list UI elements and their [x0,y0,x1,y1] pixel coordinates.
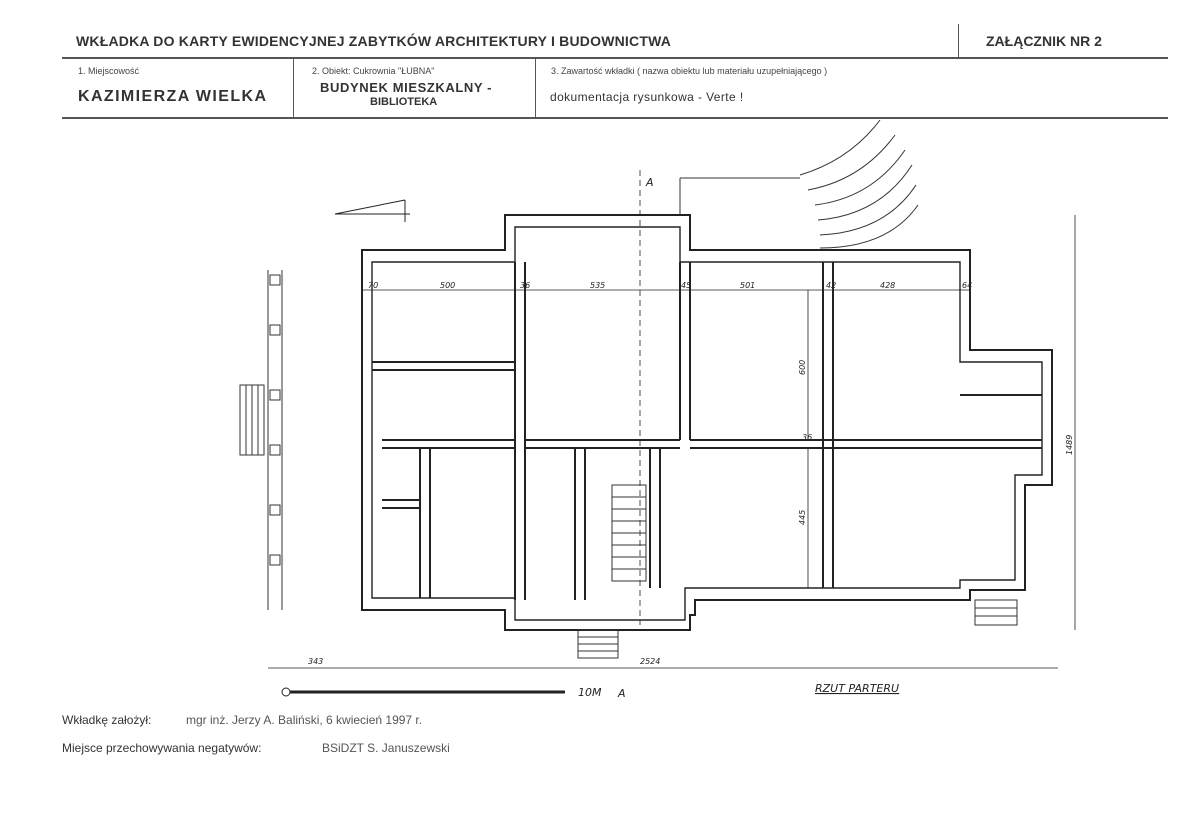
dim-top-3: 36 [520,281,530,290]
locality-value: KAZIMIERZA WIELKA [78,88,268,105]
scale-bar [281,687,565,697]
plan-columns [267,270,283,610]
object-label: 2. Obiekt: Cukrownia "ŁUBNA" [312,66,435,76]
dim-top-2: 500 [440,281,455,290]
drawing-caption: RZUT PARTERU [815,682,899,695]
plan-walls [361,214,1053,631]
dim-top-5: 45 [681,281,691,290]
dim-room-depth-lower: 445 [798,510,807,525]
created-by-value: mgr inż. Jerzy A. Baliński, 6 kwiecień 1… [186,713,423,727]
north-arrow [334,199,410,222]
dim-top-4: 535 [590,281,605,290]
header-divider-annex [958,24,959,58]
document-title: WKŁADKA DO KARTY EWIDENCYJNEJ ZABYTKÓW A… [76,33,672,49]
plan-dimension-lines [268,170,1076,669]
header-top-rule [62,57,1168,59]
scale-label: 10M [578,686,602,699]
floor-plan-drawing: 70 500 36 535 45 501 42 428 64 2524 343 … [239,119,1076,700]
storage-label: Miejsce przechowywania negatywów: [62,741,262,755]
field-divider-2 [535,58,536,118]
storage-value: BSiDZT S. Januszewski [322,741,450,755]
dim-top-1: 70 [368,281,378,290]
dim-top-6: 501 [740,281,755,290]
dim-top-7: 42 [826,281,836,290]
dim-mid-wall: 36 [802,433,812,442]
dim-overall-width: 2524 [640,657,660,666]
dim-left-offset: 343 [308,657,323,666]
dim-room-depth-upper: 600 [798,360,807,375]
plan-dimensions: 70 500 36 535 45 501 42 428 64 2524 343 … [308,176,1074,700]
dim-top-9: 64 [962,281,972,290]
section-mark-bottom: A [617,687,626,700]
dim-top-8: 428 [880,281,895,290]
section-mark-top: A [645,176,654,189]
annex-number: ZAŁĄCZNIK NR 2 [986,33,1102,49]
dim-overall-depth: 1489 [1065,435,1074,455]
header-bottom-rule [62,117,1168,119]
object-value-line1: BUDYNEK MIESZKALNY - [320,80,493,95]
field-divider-1 [293,58,294,118]
contents-label: 3. Zawartość wkładki ( nazwa obiektu lub… [551,66,828,76]
locality-label: 1. Miejscowość [78,66,140,76]
object-value-line2: BIBLIOTEKA [370,96,438,108]
contents-value: dokumentacja rysunkowa - Verte ! [550,90,744,104]
plan-stairs [239,119,1018,659]
created-by-label: Wkładkę założył: [62,713,152,727]
